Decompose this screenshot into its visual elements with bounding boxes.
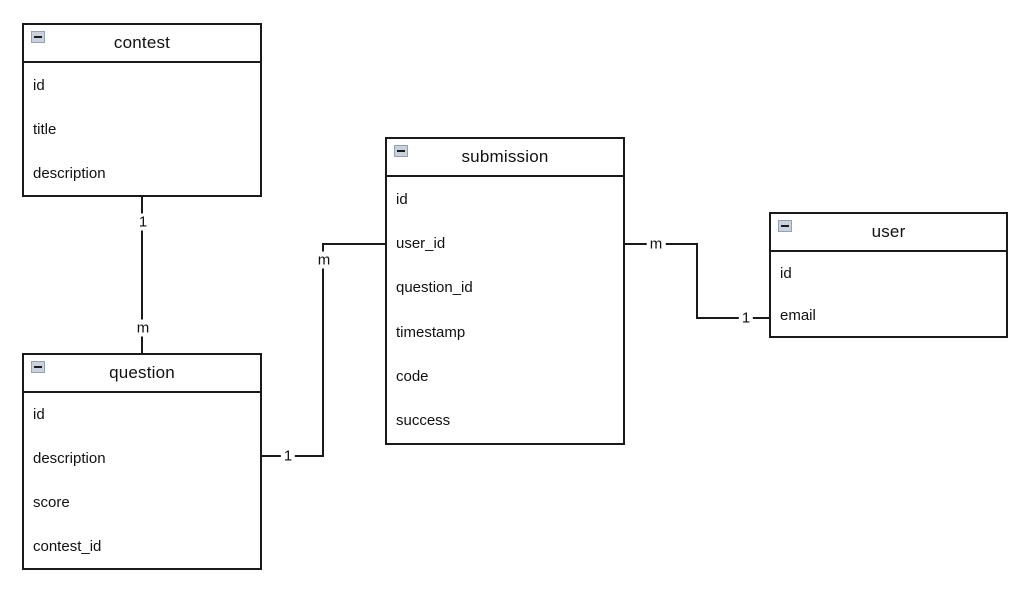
collapse-minus-icon[interactable] [394, 145, 408, 157]
cardinality-label: 1 [135, 213, 151, 231]
field-row[interactable]: description [33, 450, 106, 468]
field-row[interactable]: id [396, 190, 408, 208]
field-row[interactable]: id [33, 406, 45, 424]
cardinality-label: 1 [280, 447, 296, 465]
entity-title: user [871, 222, 906, 241]
field-row[interactable]: id [33, 76, 45, 94]
field-row[interactable]: user_id [396, 234, 446, 252]
entity-contest-fields: id title description [24, 63, 260, 195]
field-row[interactable]: contest_id [33, 537, 102, 555]
collapse-minus-icon[interactable] [31, 361, 45, 373]
minus-icon [34, 366, 42, 368]
field-row[interactable]: score [33, 493, 70, 511]
cardinality-label: m [646, 235, 666, 253]
field-row[interactable]: title [33, 120, 57, 138]
minus-icon [781, 225, 789, 227]
entity-question-header[interactable]: question [24, 355, 260, 393]
entity-user[interactable]: user id email [769, 212, 1008, 338]
entity-submission-fields: id user_id question_id timestamp code su… [387, 177, 623, 443]
relationship-line-question-submission [322, 243, 324, 457]
field-row[interactable]: description [33, 164, 106, 182]
entity-title: submission [461, 147, 549, 166]
entity-contest-header[interactable]: contest [24, 25, 260, 63]
entity-submission-header[interactable]: submission [387, 139, 623, 177]
cardinality-label: m [314, 251, 334, 269]
relationship-line-submission-user [696, 243, 698, 319]
entity-user-header[interactable]: user [771, 214, 1006, 252]
field-row[interactable]: question_id [396, 279, 473, 297]
cardinality-label: m [133, 319, 153, 337]
entity-title: contest [113, 33, 171, 52]
entity-title: question [109, 363, 175, 382]
collapse-minus-icon[interactable] [31, 31, 45, 43]
entity-question[interactable]: question id description score contest_id [22, 353, 262, 570]
field-row[interactable]: code [396, 367, 429, 385]
entity-submission[interactable]: submission id user_id question_id timest… [385, 137, 625, 445]
entity-question-fields: id description score contest_id [24, 393, 260, 568]
entity-contest[interactable]: contest id title description [22, 23, 262, 197]
collapse-minus-icon[interactable] [778, 220, 792, 232]
entity-user-fields: id email [771, 252, 1006, 336]
field-row[interactable]: id [780, 264, 792, 282]
relationship-line-submission-user [698, 317, 769, 319]
field-row[interactable]: email [780, 306, 816, 324]
field-row[interactable]: success [396, 412, 451, 430]
minus-icon [397, 150, 405, 152]
relationship-line-question-submission [324, 243, 385, 245]
minus-icon [34, 36, 42, 38]
relationship-line-contest-question [141, 197, 143, 353]
field-row[interactable]: timestamp [396, 323, 466, 341]
cardinality-label: 1 [738, 309, 754, 327]
